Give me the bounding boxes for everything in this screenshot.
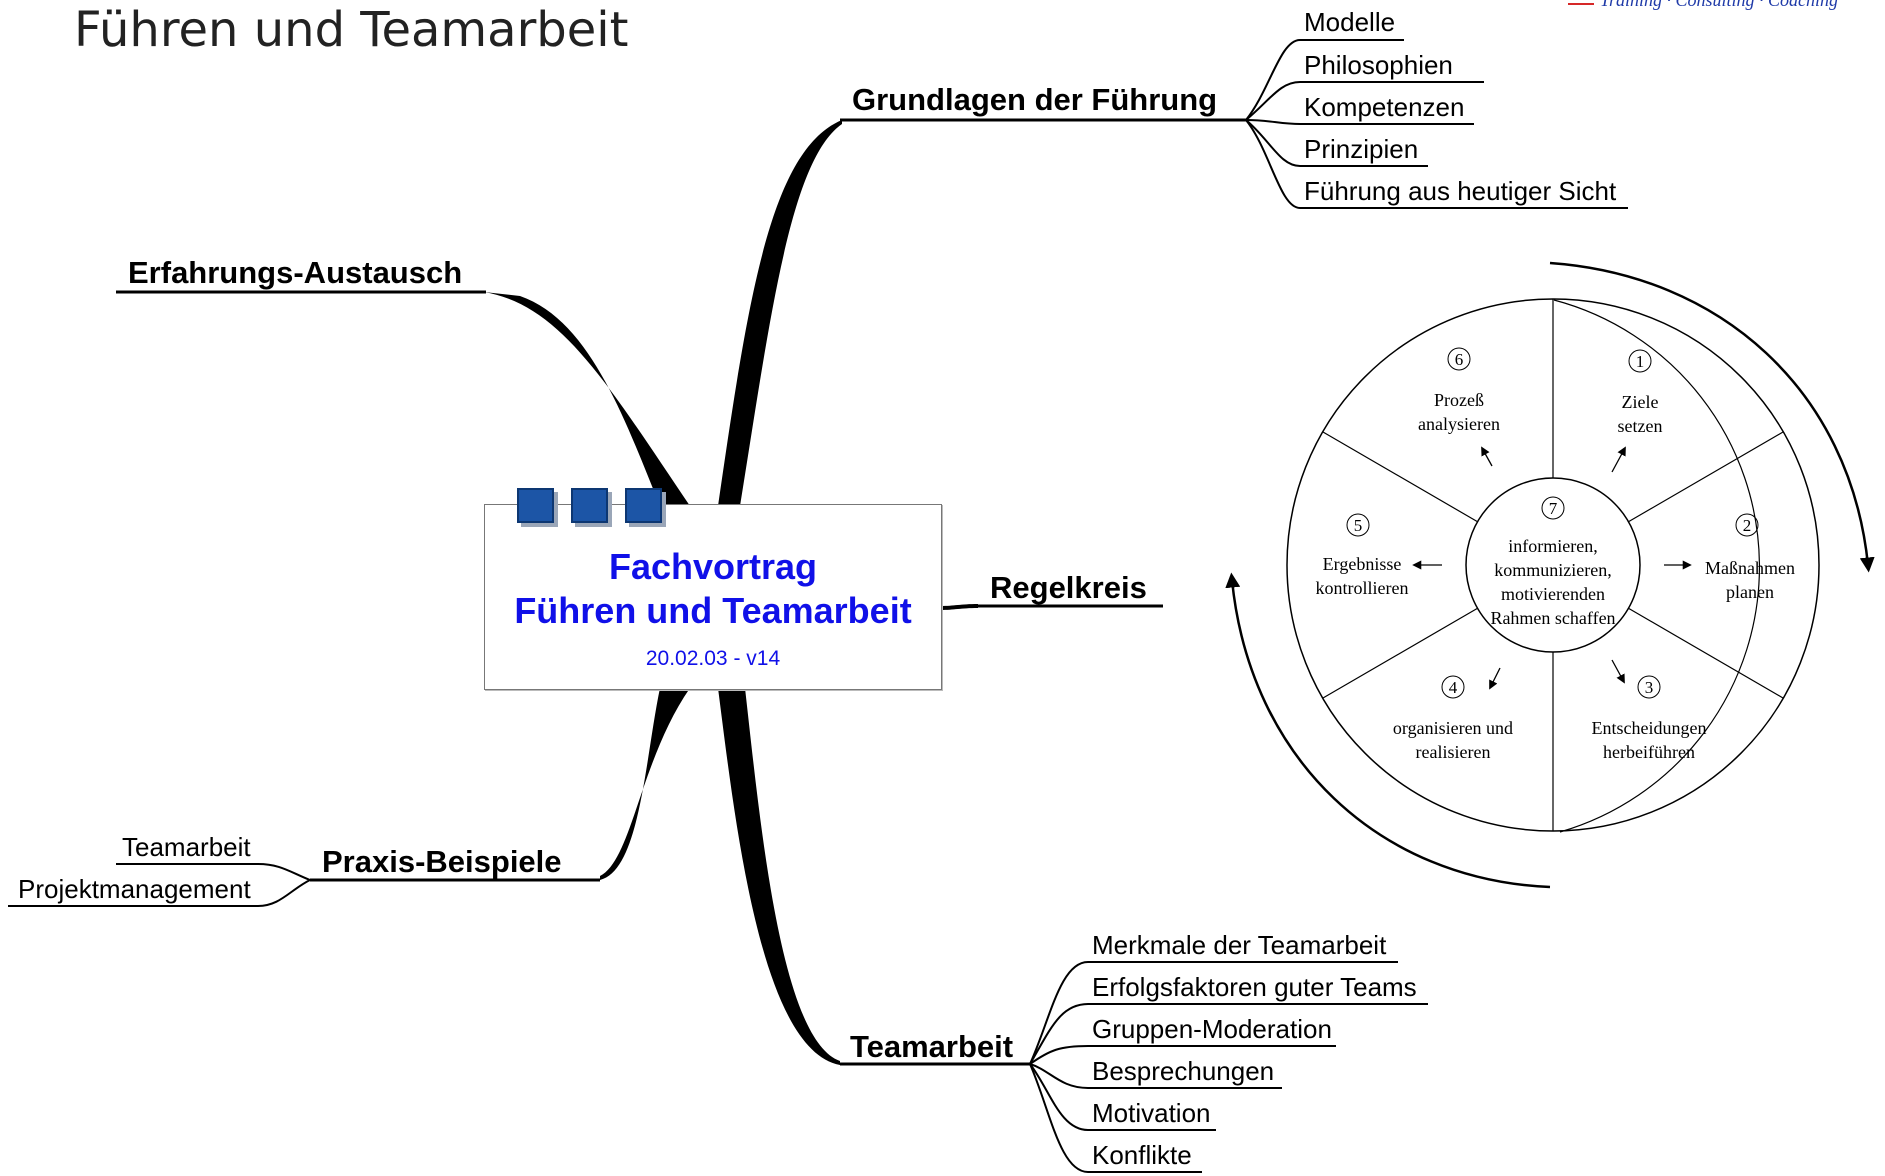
segment-3-number: 3: [1645, 678, 1654, 697]
child-kompetenzen[interactable]: Kompetenzen: [1304, 92, 1464, 122]
cycle-arrow-left: [1225, 572, 1551, 889]
child-philosophien[interactable]: Philosophien: [1304, 50, 1453, 80]
wheel-center-line-1: informieren,: [1508, 536, 1597, 556]
segment-4-number: 4: [1449, 678, 1458, 697]
brand-logo-mark: [1568, 0, 1594, 5]
praxis-children: [8, 863, 311, 907]
wheel-center-line-4: Rahmen schaffen: [1490, 608, 1615, 628]
branch-connector-praxis: [600, 688, 690, 880]
segment-6-line-1: Prozeß: [1434, 390, 1484, 410]
branch-label-regelkreis[interactable]: Regelkreis: [990, 570, 1147, 605]
child-konflikte[interactable]: Konflikte: [1092, 1140, 1192, 1170]
central-topic-title-line-1: Fachvortrag: [608, 546, 818, 587]
grundlagen-children: [1245, 39, 1628, 209]
child-fuehrung-heute[interactable]: Führung aus heutiger Sicht: [1304, 176, 1617, 206]
segment-1-line-1: Ziele: [1622, 392, 1659, 412]
wheel-center-number: 7: [1549, 499, 1558, 518]
child-merkmale[interactable]: Merkmale der Teamarbeit: [1092, 930, 1387, 960]
page-title: Führen und Teamarbeit: [74, 2, 629, 58]
segment-2-number: 2: [1743, 516, 1752, 535]
branch-connector-teamarbeit: [718, 688, 840, 1065]
segment-5-line-1: Ergebnisse: [1323, 554, 1402, 574]
branch-label-grundlagen[interactable]: Grundlagen der Führung: [852, 82, 1217, 117]
segment-1-line-2: setzen: [1618, 416, 1663, 436]
branch-label-erfahrung[interactable]: Erfahrungs-Austausch: [128, 255, 462, 290]
brand-tagline: Training · Consulting · Coaching: [1600, 0, 1839, 10]
branch-connector-erfahrung: [484, 292, 690, 506]
central-topic-title-line-2: Führen und Teamarbeit: [514, 590, 912, 631]
decor-square-2: [571, 488, 608, 523]
segment-3-line-1: Entscheidungen: [1592, 718, 1707, 738]
child-praxis-teamarbeit[interactable]: Teamarbeit: [122, 832, 251, 862]
branch-label-praxis[interactable]: Praxis-Beispiele: [322, 844, 562, 879]
child-projektmanagement[interactable]: Projektmanagement: [18, 874, 251, 904]
child-erfolgsfaktoren[interactable]: Erfolgsfaktoren guter Teams: [1092, 972, 1417, 1002]
segment-4-line-1: organisieren und: [1393, 718, 1513, 738]
branch-connector-regelkreis: [940, 604, 978, 610]
segment-5-number: 5: [1354, 516, 1363, 535]
child-gruppen-moderation[interactable]: Gruppen-Moderation: [1092, 1014, 1332, 1044]
cycle-arrow-right: [1549, 261, 1875, 573]
child-besprechungen[interactable]: Besprechungen: [1092, 1056, 1274, 1086]
segment-3-line-2: herbeiführen: [1603, 742, 1695, 762]
segment-5-line-2: kontrollieren: [1316, 578, 1409, 598]
central-topic-title: Fachvortrag Führen und Teamarbeit: [485, 545, 941, 633]
segment-2-line-1: Maßnahmen: [1705, 558, 1795, 578]
teamarbeit-children: [1029, 961, 1428, 1173]
segment-6-line-2: analysieren: [1418, 414, 1500, 434]
child-motivation[interactable]: Motivation: [1092, 1098, 1211, 1128]
central-topic-box[interactable]: Fachvortrag Führen und Teamarbeit 20.02.…: [484, 488, 942, 690]
segment-4-line-2: realisieren: [1416, 742, 1491, 762]
wheel-center-line-3: motivierenden: [1501, 584, 1605, 604]
child-modelle[interactable]: Modelle: [1304, 7, 1395, 37]
regelkreis-wheel: 7 informieren, kommunizieren, motivieren…: [1225, 261, 1875, 889]
child-prinzipien[interactable]: Prinzipien: [1304, 134, 1418, 164]
segment-6-number: 6: [1455, 350, 1464, 369]
wheel-center-line-2: kommunizieren,: [1494, 560, 1611, 580]
segment-1-number: 1: [1636, 352, 1645, 371]
segment-2-line-2: planen: [1726, 582, 1774, 602]
decor-square-3: [625, 488, 662, 523]
branch-label-teamarbeit[interactable]: Teamarbeit: [850, 1029, 1013, 1064]
decor-square-1: [517, 488, 554, 523]
branch-connector-grundlagen: [718, 120, 842, 506]
version-label: 20.02.03 - v14: [645, 647, 781, 670]
